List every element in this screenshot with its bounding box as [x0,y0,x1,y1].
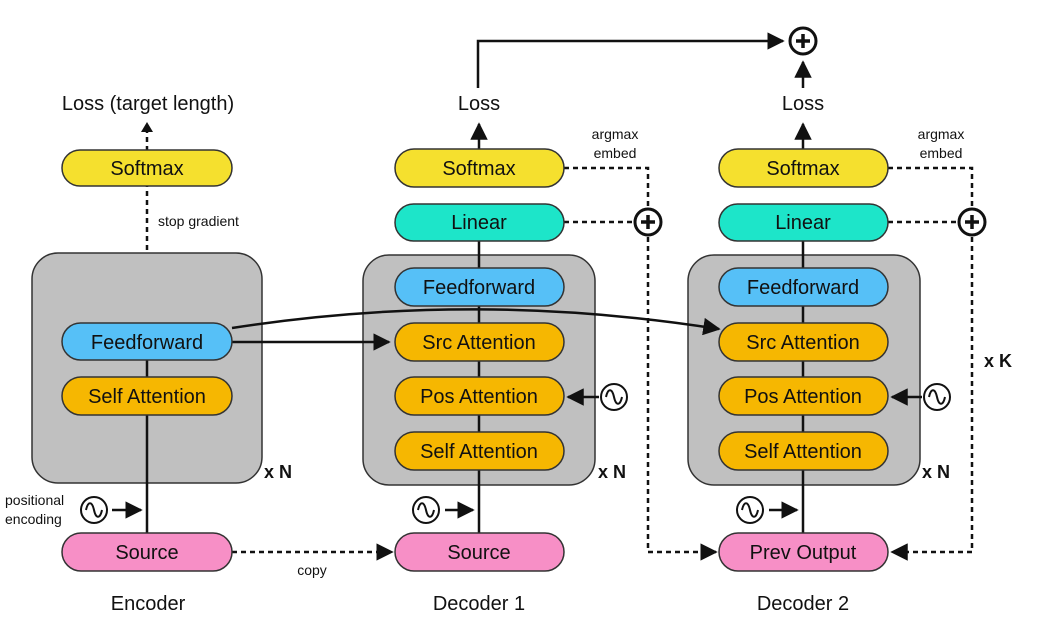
encoder-source-pill [61,532,233,572]
decoder1-pos-attention-pill [394,376,565,416]
decoder2-argmax-embed-line [888,166,974,561]
decoder1-feedforward-pill [394,267,565,307]
decoder1-src-attention-label: Src Attention [422,332,535,354]
positional-label-line1: positional [5,492,64,508]
final-sum-plus-circle-icon [788,26,818,56]
decoder2-feedforward-pill [718,267,889,307]
decoder1-loss-to-sum-arrow [476,32,785,88]
decoder2-loss-label: Loss [782,93,824,115]
decoder1-pos-attention-label: Pos Attention [420,386,538,408]
decoder2-prev-output-label: Prev Output [750,542,857,564]
decoder1-linear-pill [394,203,565,242]
decoder2-prev-output-pill [718,532,889,572]
decoder1-pos-sine-wave-icon [600,383,628,411]
encoder-self-attention-pill [61,376,233,416]
decoder1-src-attention-pill [394,322,565,362]
decoder2-embed-label: embed [920,145,963,161]
decoder1-linear-label: Linear [451,212,507,234]
encoder-softmax-label: Softmax [110,158,183,180]
decoder2-self-attention-pill [718,431,889,471]
encoder-feedforward-label: Feedforward [91,332,203,354]
decoder2-src-attention-label: Src Attention [746,332,859,354]
decoder2-pos-sine-wave-icon [923,383,951,411]
decoder1-feedforward-label: Feedforward [423,277,535,299]
encoder-source-label: Source [115,542,178,564]
decoder2-plus-circle-icon [957,207,987,237]
encoder-title: Encoder [111,593,186,615]
encoder-loss-arrowhead [141,122,153,132]
decoder2-self-attention-label: Self Attention [744,441,862,463]
decoder2-linear-pill [718,203,889,242]
iterations-label: x K [984,351,1012,371]
decoder1-softmax-pill [394,148,565,188]
decoder2-softmax-pill [718,148,889,188]
decoder2-src-attention-pill [718,322,889,362]
decoder2-sine-wave-icon [736,496,764,524]
decoder1-softmax-label: Softmax [442,158,515,180]
decoder1-plus-circle-icon [633,207,663,237]
decoder2-title: Decoder 2 [757,593,849,615]
encoder-repeat-label: x N [264,462,292,482]
encoder-loss-label: Loss (target length) [62,93,234,115]
decoder2-linear-label: Linear [775,212,831,234]
decoder1-source-pill [394,532,565,572]
decoder1-argmax-label: argmax [592,126,639,142]
decoder1-title: Decoder 1 [433,593,525,615]
stop-gradient-label: stop gradient [158,213,239,229]
decoder1-sine-wave-icon [412,496,440,524]
encoder-softmax-pill [61,149,233,187]
positional-label-line2: encoding [5,511,62,527]
encoder-sine-wave-icon [80,496,108,524]
decoder2-pos-attention-label: Pos Attention [744,386,862,408]
encoder-self-attention-label: Self Attention [88,386,206,408]
decoder1-self-attention-pill [394,431,565,471]
decoder1-loss-label: Loss [458,93,500,115]
decoder1-repeat-label: x N [598,462,626,482]
decoder1-source-label: Source [447,542,510,564]
encoder-to-decoder2-arrow [231,308,721,336]
decoder2-argmax-label: argmax [918,126,965,142]
decoder2-repeat-label: x N [922,462,950,482]
decoder2-pos-attention-pill [718,376,889,416]
encoder-feedforward-pill [61,322,233,361]
decoder2-feedforward-label: Feedforward [747,277,859,299]
decoder1-embed-label: embed [594,145,637,161]
decoder1-self-attention-label: Self Attention [420,441,538,463]
copy-label: copy [297,562,327,578]
decoder2-softmax-label: Softmax [766,158,839,180]
